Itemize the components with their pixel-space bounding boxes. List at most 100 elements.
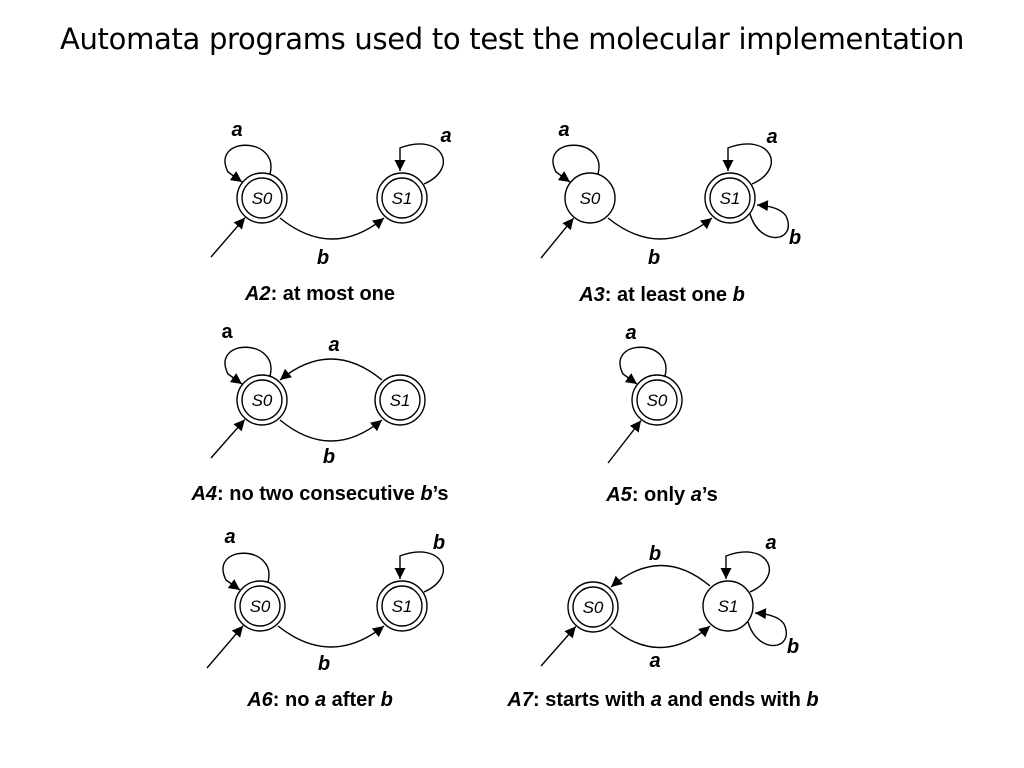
caption-part: A2 bbox=[244, 283, 271, 305]
caption-part: A5 bbox=[605, 484, 632, 506]
caption-part: ’s bbox=[702, 484, 718, 506]
state-s0: S0 bbox=[567, 581, 619, 633]
caption-part: : starts with bbox=[533, 689, 651, 711]
state-label: S1 bbox=[720, 189, 741, 208]
state-s0: S0 bbox=[631, 374, 683, 426]
automaton-caption: A3: at least one b bbox=[578, 284, 745, 306]
state-ring bbox=[564, 172, 616, 224]
transition-s0-to-s1 bbox=[279, 217, 385, 240]
caption-part: b bbox=[381, 689, 393, 711]
caption-part: A7 bbox=[506, 689, 533, 711]
caption-part: A3 bbox=[578, 284, 605, 306]
state-label: S1 bbox=[392, 597, 413, 616]
state-ring bbox=[702, 580, 754, 632]
accepting-state-inner-ring bbox=[709, 177, 751, 219]
state-s1: S1 bbox=[374, 374, 426, 426]
transition-symbol: b bbox=[317, 247, 329, 269]
self-loop-a bbox=[722, 143, 772, 185]
state-s0: S0 bbox=[236, 172, 288, 224]
self-loop-b bbox=[747, 608, 787, 647]
self-loop-b bbox=[749, 200, 789, 239]
transition-symbol: a bbox=[558, 119, 569, 141]
start-arrow bbox=[206, 625, 244, 669]
transition-s0-to-s1 bbox=[277, 625, 385, 648]
automaton-caption: A7: starts with a and ends with b bbox=[506, 689, 818, 711]
automaton-caption: A5: only a’s bbox=[605, 484, 718, 506]
automaton-1: S0 S1 a b aA2: at most one bbox=[210, 119, 452, 305]
self-loop-a bbox=[552, 144, 600, 183]
start-arrow bbox=[210, 419, 246, 459]
transition-s0-to-s1 bbox=[607, 217, 713, 240]
self-loop-a bbox=[619, 346, 667, 385]
caption-part: : at least one bbox=[605, 284, 733, 306]
state-label: S1 bbox=[718, 597, 739, 616]
state-label: S1 bbox=[390, 391, 411, 410]
self-loop-a bbox=[720, 551, 770, 593]
transition-symbol: a bbox=[765, 532, 776, 554]
state-s0: S0 bbox=[564, 172, 616, 224]
transition-symbol: a bbox=[231, 119, 242, 141]
transition-symbol: a bbox=[649, 650, 660, 672]
transition-s1-to-s0 bbox=[610, 564, 711, 588]
accepting-state-inner-ring bbox=[636, 379, 678, 421]
transition-s1-to-s0 bbox=[279, 358, 383, 381]
state-label: S1 bbox=[392, 189, 413, 208]
transition-symbol: a bbox=[625, 322, 636, 344]
state-s1: S1 bbox=[704, 172, 756, 224]
state-s0: S0 bbox=[236, 374, 288, 426]
caption-part: a bbox=[691, 484, 702, 506]
state-s1: S1 bbox=[376, 172, 428, 224]
accepting-state-inner-ring bbox=[381, 585, 423, 627]
self-loop-a bbox=[224, 346, 272, 385]
start-arrow bbox=[210, 217, 246, 258]
state-label: S0 bbox=[647, 391, 668, 410]
self-loop-a bbox=[394, 143, 444, 185]
transition-symbol: a bbox=[221, 321, 233, 343]
state-label: S0 bbox=[580, 189, 601, 208]
state-label: S0 bbox=[583, 598, 604, 617]
accepting-state-inner-ring bbox=[572, 586, 614, 628]
caption-part: b bbox=[420, 483, 432, 505]
state-s0: S0 bbox=[234, 580, 286, 632]
transition-s0-to-s1 bbox=[610, 625, 711, 649]
caption-part: : no two consecutive bbox=[217, 483, 420, 505]
accepting-state-inner-ring bbox=[241, 177, 283, 219]
transition-symbol: b bbox=[323, 446, 335, 468]
state-s1: S1 bbox=[702, 580, 754, 632]
transition-symbol: b bbox=[789, 227, 801, 249]
caption-part: A6 bbox=[246, 689, 273, 711]
transition-symbol: a bbox=[440, 125, 451, 147]
automaton-caption: A6: no a after b bbox=[246, 689, 393, 711]
state-s1: S1 bbox=[376, 580, 428, 632]
start-arrow bbox=[607, 420, 642, 464]
start-arrow bbox=[540, 626, 577, 667]
caption-part: after bbox=[326, 689, 380, 711]
transition-symbol: a bbox=[328, 334, 339, 356]
accepting-state-inner-ring bbox=[241, 379, 283, 421]
transition-s0-to-s1 bbox=[279, 419, 383, 442]
transition-symbol: b bbox=[318, 653, 330, 675]
automaton-caption: A4: no two consecutive b’s bbox=[190, 483, 448, 505]
accepting-state-inner-ring bbox=[379, 379, 421, 421]
transition-symbol: b bbox=[648, 247, 660, 269]
caption-part: A4 bbox=[190, 483, 217, 505]
transition-symbol: b bbox=[433, 532, 445, 554]
transition-symbol: a bbox=[766, 126, 777, 148]
caption-part: : at most one bbox=[271, 283, 395, 305]
transition-symbol: a bbox=[224, 526, 235, 548]
accepting-state-inner-ring bbox=[381, 177, 423, 219]
self-loop-a bbox=[222, 552, 270, 591]
automaton-2: S0 S1 a b a bA3: at least one b bbox=[540, 119, 801, 306]
caption-part: : only bbox=[632, 484, 691, 506]
self-loop-b bbox=[394, 551, 444, 593]
caption-part: : no bbox=[273, 689, 315, 711]
state-label: S0 bbox=[250, 597, 271, 616]
automaton-caption: A2: at most one bbox=[244, 283, 395, 305]
page-title: Automata programs used to test the molec… bbox=[59, 22, 965, 56]
transition-symbol: b bbox=[649, 543, 661, 565]
